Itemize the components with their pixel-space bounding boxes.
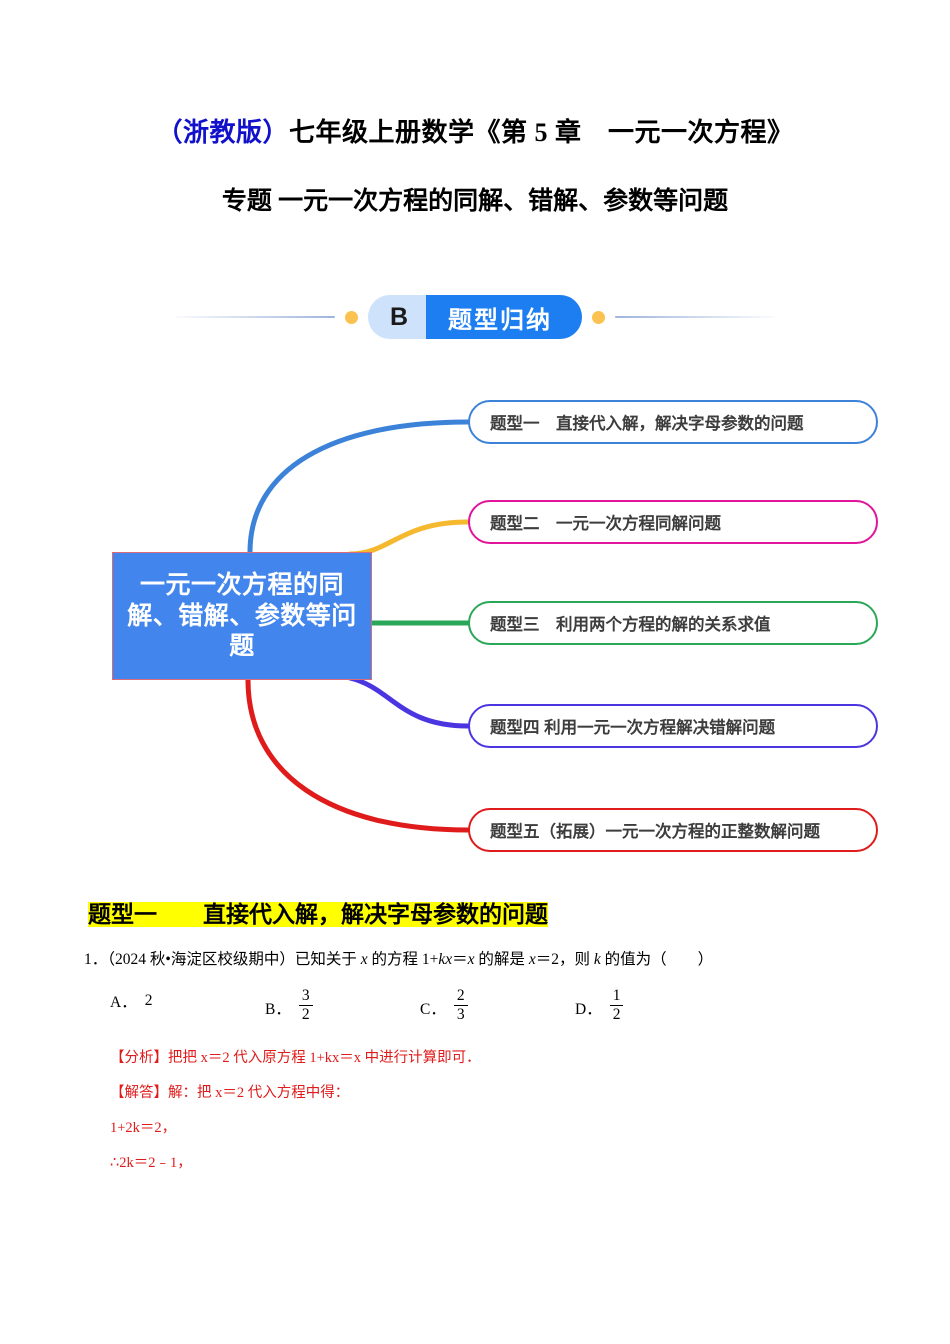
question-stem-c: ＝: [452, 951, 468, 968]
answer-choice-c-fraction: 2 3: [453, 987, 468, 1024]
answer-choice-b-numerator: 3: [301, 987, 310, 1004]
solution-block: 【分析】把把 x＝2 代入原方程 1+kx＝x 中进行计算即可． 【解答】解：把…: [110, 1048, 890, 1188]
answer-choice-a[interactable]: A． 2: [110, 990, 265, 1012]
answer-choice-d[interactable]: D． 1 2: [575, 987, 730, 1026]
answer-choice-b[interactable]: B． 3 2: [265, 987, 420, 1026]
section-header-label: 题型一 直接代入解，解决字母参数的问题: [88, 902, 548, 927]
answer-choice-a-value: 2: [144, 992, 153, 1009]
answer-choice-d-label: D．: [575, 1000, 602, 1018]
banner-dot-left-icon: [344, 310, 358, 324]
mindmap-center-label: 一元一次方程的同解、错解、参数等问题: [127, 571, 357, 661]
question-var-x4: x: [528, 951, 536, 968]
solution-analysis-line: 【分析】把把 x＝2 代入原方程 1+kx＝x 中进行计算即可．: [110, 1050, 481, 1066]
banner-badge-label: 题型归纳: [426, 295, 583, 339]
question-var-x3: x: [467, 951, 475, 968]
question-var-k2: k: [593, 951, 601, 968]
question-var-k1: k: [438, 951, 446, 968]
mindmap-branch-4-label: 题型四 利用一元一次方程解决错解问题: [490, 719, 776, 737]
question-stem-e: ＝2，则: [535, 951, 594, 968]
question-number: 1．: [84, 951, 108, 968]
banner-line-left: [174, 316, 335, 318]
question-stem-d: 的解是: [474, 951, 529, 968]
question-stem-a: 已知关于: [294, 951, 361, 968]
answer-choice-b-denominator: 2: [301, 1006, 310, 1024]
answer-choice-c[interactable]: C． 2 3: [420, 987, 575, 1026]
answer-choices: A． 2 B． 3 2 C． 2 3 D． 1 2: [110, 987, 730, 1026]
answer-choice-c-numerator: 2: [456, 987, 465, 1004]
answer-choice-d-denominator: 2: [612, 1006, 621, 1024]
answer-choice-b-label: B．: [265, 1000, 291, 1018]
question-var-x1: x: [360, 951, 368, 968]
section-banner: B 题型归纳: [0, 294, 950, 340]
question-source: （2024 秋•海淀区校级期中）: [107, 951, 295, 968]
question-stem-b: 的方程 1+: [367, 951, 439, 968]
answer-choice-d-fraction: 1 2: [609, 987, 624, 1024]
fraction-bar: [298, 1005, 313, 1007]
fraction-bar: [453, 1005, 468, 1007]
solution-step-1: 1+2k＝2，: [110, 1120, 177, 1137]
question-block: 1．（2024 秋•海淀区校级期中）已知关于 x 的方程 1+kx＝x 的解是 …: [84, 948, 884, 973]
question-stem: 1．（2024 秋•海淀区校级期中）已知关于 x 的方程 1+kx＝x 的解是 …: [84, 948, 884, 973]
answer-choice-a-label: A．: [110, 994, 137, 1011]
mindmap-center-node[interactable]: 一元一次方程的同解、错解、参数等问题: [112, 552, 372, 680]
answer-choice-b-fraction: 3 2: [298, 987, 313, 1024]
mindmap-branch-1-label: 题型一 直接代入解，解决字母参数的问题: [490, 415, 804, 433]
question-stem-f: 的值为（ ）: [600, 951, 714, 968]
banner-line-right: [615, 316, 776, 318]
banner-dot-right-icon: [592, 310, 606, 324]
page-title-rest: 七年级上册数学《第 5 章 一元一次方程》: [289, 118, 794, 147]
solution-answer-line: 【解答】解：把 x＝2 代入方程中得：: [110, 1085, 350, 1102]
solution-step-2: ∴2k＝2﹣1，: [110, 1155, 192, 1172]
mindmap-branch-4[interactable]: 题型四 利用一元一次方程解决错解问题: [468, 704, 878, 748]
answer-choice-c-denominator: 3: [456, 1006, 465, 1024]
question-var-x2: x: [445, 951, 453, 968]
mindmap-branch-5-label: 题型五（拓展）一元一次方程的正整数解问题: [490, 823, 820, 841]
answer-choice-c-label: C．: [420, 1000, 446, 1018]
fraction-bar: [609, 1005, 624, 1007]
mindmap-branch-2[interactable]: 题型二 一元一次方程同解问题: [468, 500, 878, 544]
mindmap-branch-5[interactable]: 题型五（拓展）一元一次方程的正整数解问题: [468, 808, 878, 852]
answer-choice-d-numerator: 1: [612, 987, 621, 1004]
banner-badge-letter: B: [367, 295, 427, 339]
mindmap-branch-3[interactable]: 题型三 利用两个方程的解的关系求值: [468, 601, 878, 645]
mindmap-branch-3-label: 题型三 利用两个方程的解的关系求值: [490, 616, 771, 634]
banner-badge: B 题型归纳: [367, 295, 583, 339]
section-header: 题型一 直接代入解，解决字母参数的问题: [88, 898, 548, 931]
mindmap-branch-2-label: 题型二 一元一次方程同解问题: [490, 515, 721, 533]
mindmap: 一元一次方程的同解、错解、参数等问题 题型一 直接代入解，解决字母参数的问题 题…: [0, 370, 950, 870]
document-title-block: （浙教版）七年级上册数学《第 5 章 一元一次方程》 专题 一元一次方程的同解、…: [0, 112, 950, 217]
page-title-line-1: （浙教版）七年级上册数学《第 5 章 一元一次方程》: [0, 112, 950, 149]
mindmap-branch-1[interactable]: 题型一 直接代入解，解决字母参数的问题: [468, 400, 878, 444]
publisher-label: （浙教版）: [156, 118, 289, 147]
page-subtitle: 专题 一元一次方程的同解、错解、参数等问题: [221, 188, 729, 215]
